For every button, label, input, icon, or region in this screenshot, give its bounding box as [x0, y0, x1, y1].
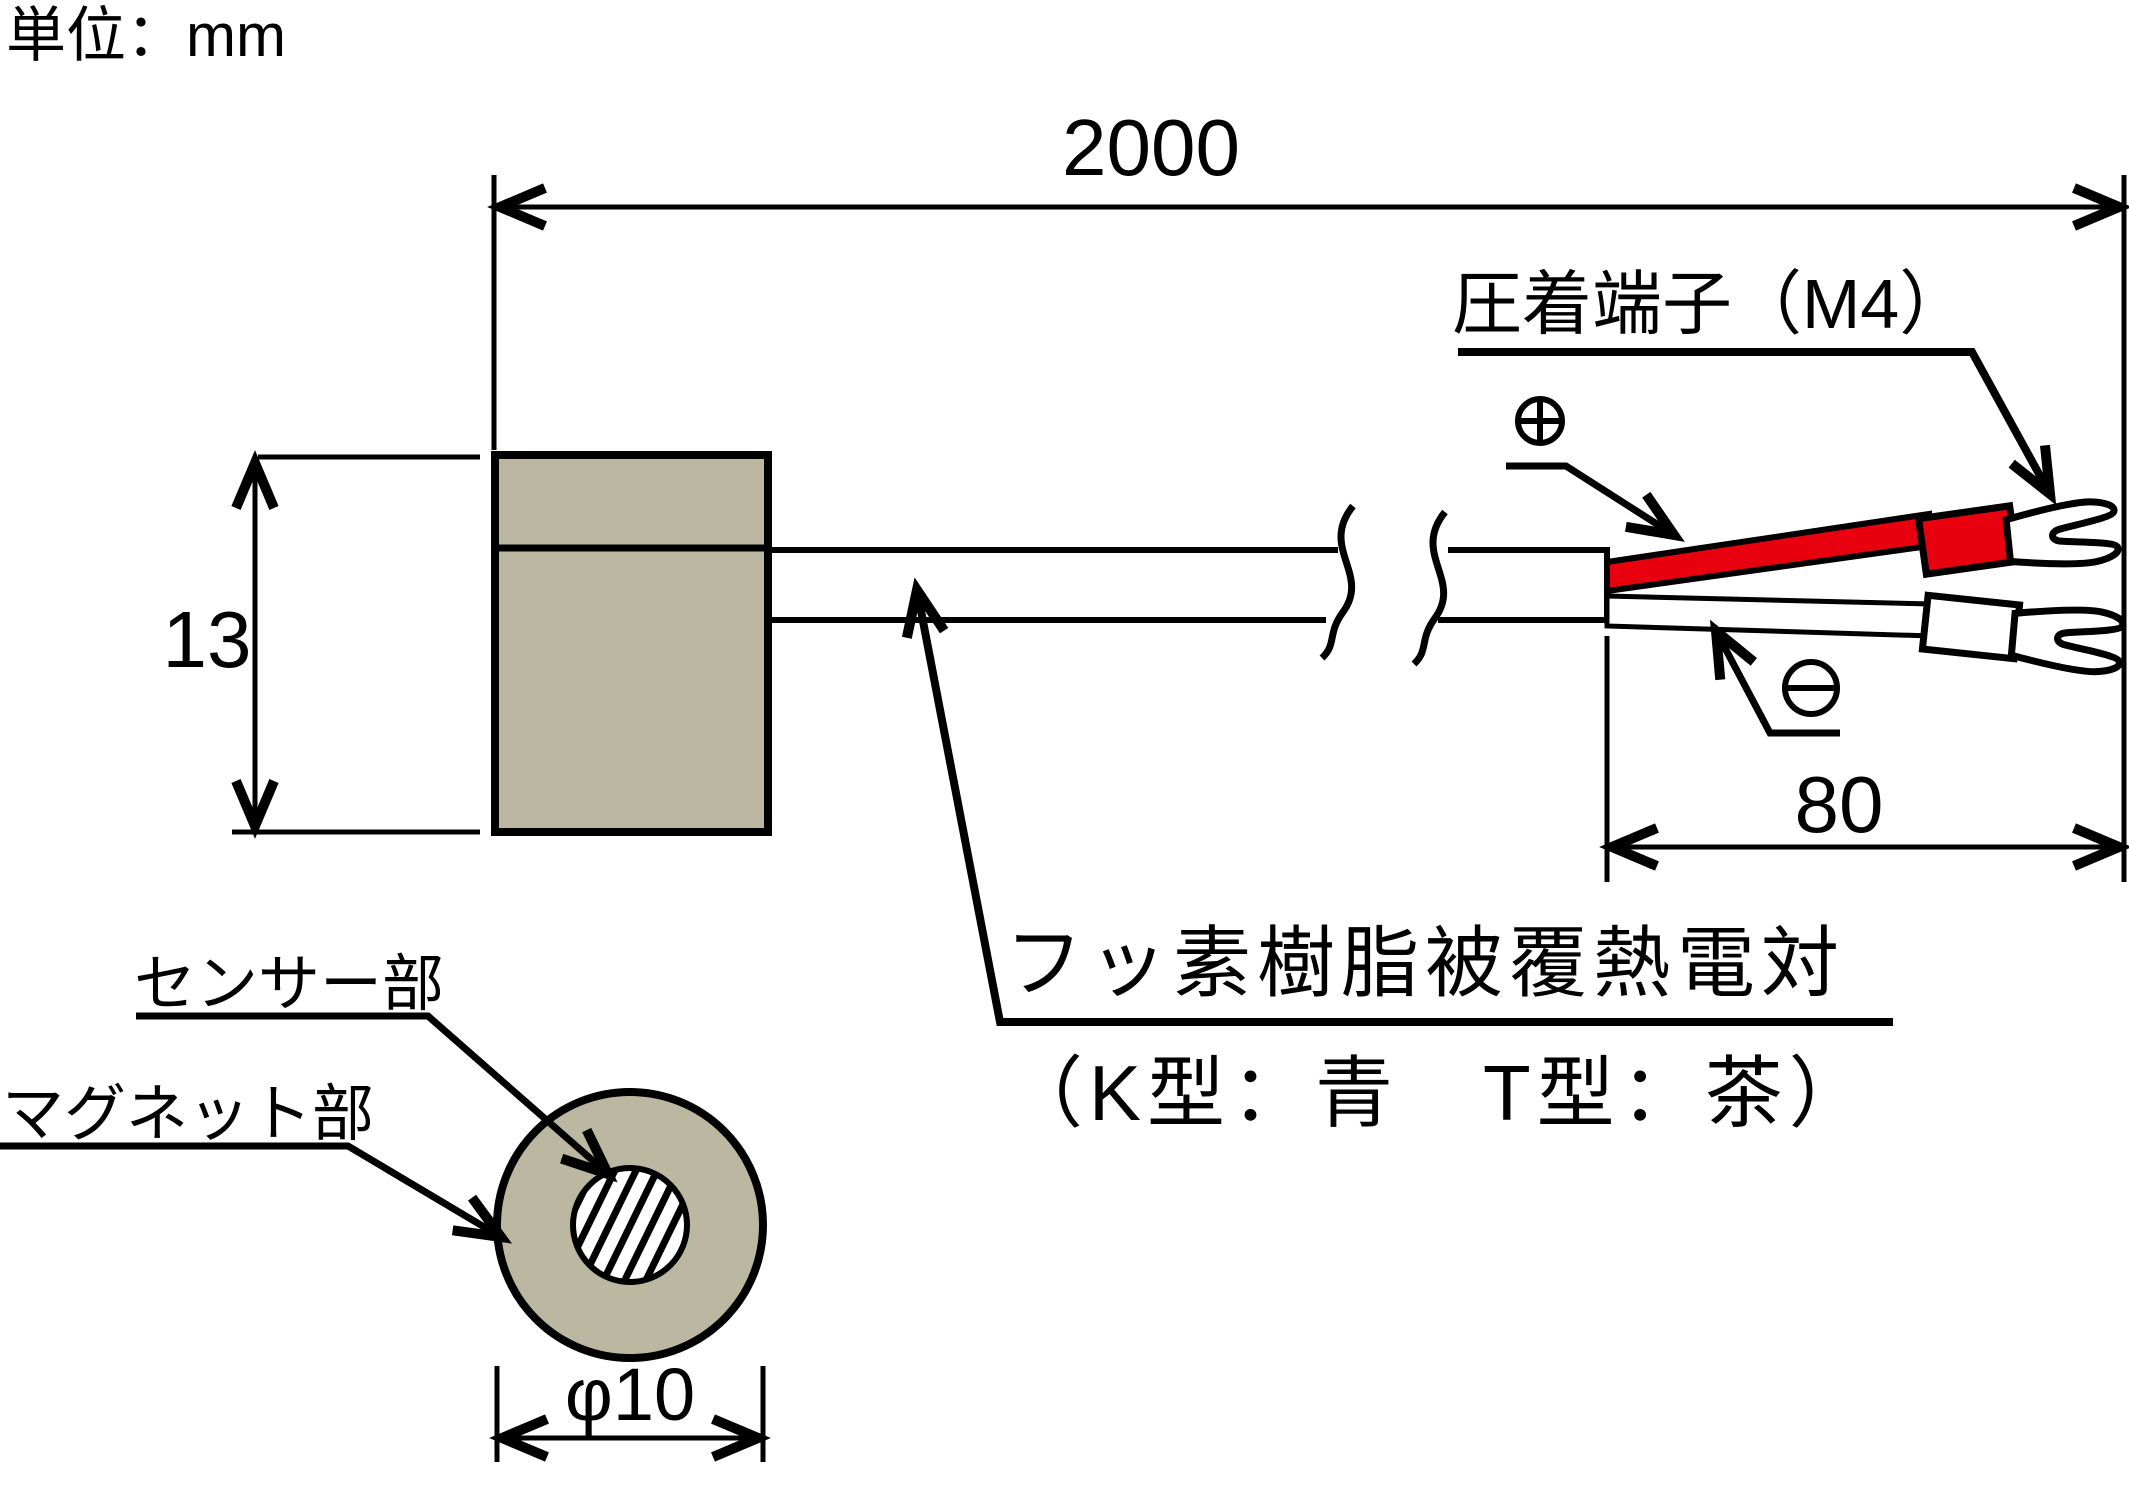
sensor-body	[491, 451, 772, 836]
dimension-value-13: 13	[163, 595, 252, 684]
sensor-part-label: センサー部	[134, 950, 444, 1019]
negative-leader	[1709, 619, 1840, 737]
negative-fork-terminal	[2011, 604, 2124, 674]
unit-note: 単位：mm	[6, 2, 286, 69]
break-symbol-left	[1319, 503, 1356, 661]
sensor-core-hatched	[570, 1165, 690, 1285]
positive-crimp-sleeve	[1914, 501, 2022, 579]
dimension-sensor-height: 13	[163, 450, 480, 839]
thermocouple-label-line2: （K型：青 T型：茶）	[1005, 1049, 1873, 1137]
circled-plus-icon	[1515, 396, 1565, 446]
dimension-value-2000: 2000	[1062, 103, 1240, 192]
sensor-part-leader	[136, 1012, 618, 1183]
positive-leader	[1506, 462, 1685, 542]
dimension-value-80: 80	[1795, 760, 1884, 849]
dimension-lead-length: 80	[1599, 636, 2129, 882]
positive-fork-terminal	[2005, 499, 2119, 571]
circled-minus-icon	[1782, 659, 1840, 717]
dimension-overall-length: 2000	[487, 103, 2129, 882]
crimp-terminal-leader	[1458, 348, 2057, 506]
thermocouple-label-line1: フッ素樹脂被覆熱電対	[1005, 919, 1845, 1007]
thermocouple-leader	[901, 577, 1893, 1026]
sensor-section-view	[493, 1088, 767, 1362]
negative-crimp-sleeve	[1918, 591, 2024, 663]
negative-wire	[1604, 593, 1935, 639]
magnet-part-leader	[0, 1142, 513, 1244]
thermocouple-cable	[768, 503, 1610, 667]
dimension-sensor-diameter: φ10	[489, 1353, 771, 1462]
magnet-part-label: マグネット部	[2, 1080, 374, 1149]
lead-wires	[1604, 499, 2124, 674]
crimp-terminal-label: 圧着端子（M4）	[1452, 265, 1969, 343]
dimension-value-phi10: φ10	[565, 1353, 695, 1436]
break-symbol-right	[1411, 509, 1448, 667]
